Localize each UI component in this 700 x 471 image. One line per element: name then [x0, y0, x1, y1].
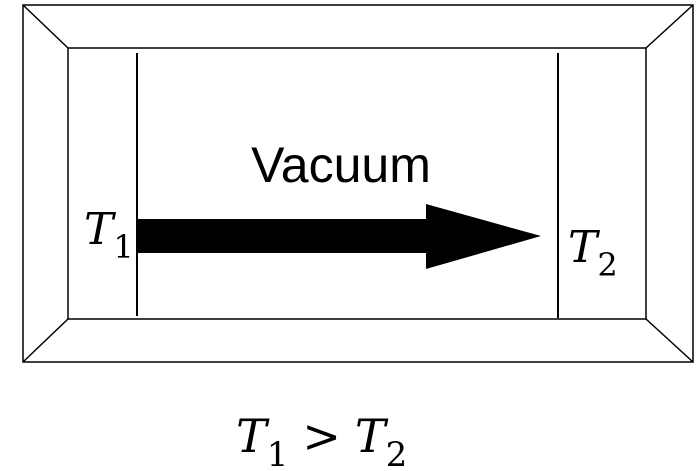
- bevel-bottom-right: [645, 318, 694, 363]
- heat-flow-arrow: [138, 204, 541, 269]
- left-plate-temperature: T1: [84, 204, 134, 266]
- vacuum-label: Vacuum: [251, 137, 431, 193]
- right-plate-subscript: 2: [597, 246, 617, 284]
- bevel-top-right: [645, 4, 694, 49]
- relation-left-symbol: T: [236, 409, 270, 463]
- right-plate-temperature: T2: [568, 222, 618, 284]
- bevel-top-left: [22, 4, 69, 49]
- inner-frame: [67, 47, 647, 320]
- right-plate-symbol: T: [568, 222, 601, 273]
- outer-frame: [22, 4, 694, 363]
- relation-right-subscript: 2: [386, 435, 408, 471]
- relation-right-symbol: T: [355, 409, 389, 463]
- left-plate-subscript: 1: [113, 228, 133, 266]
- relation-operator: >: [302, 409, 341, 463]
- temperature-relation: T1>T2: [236, 409, 407, 471]
- relation-left-subscript: 1: [267, 435, 289, 471]
- left-plate-symbol: T: [84, 204, 117, 255]
- bevel-bottom-left: [22, 318, 69, 363]
